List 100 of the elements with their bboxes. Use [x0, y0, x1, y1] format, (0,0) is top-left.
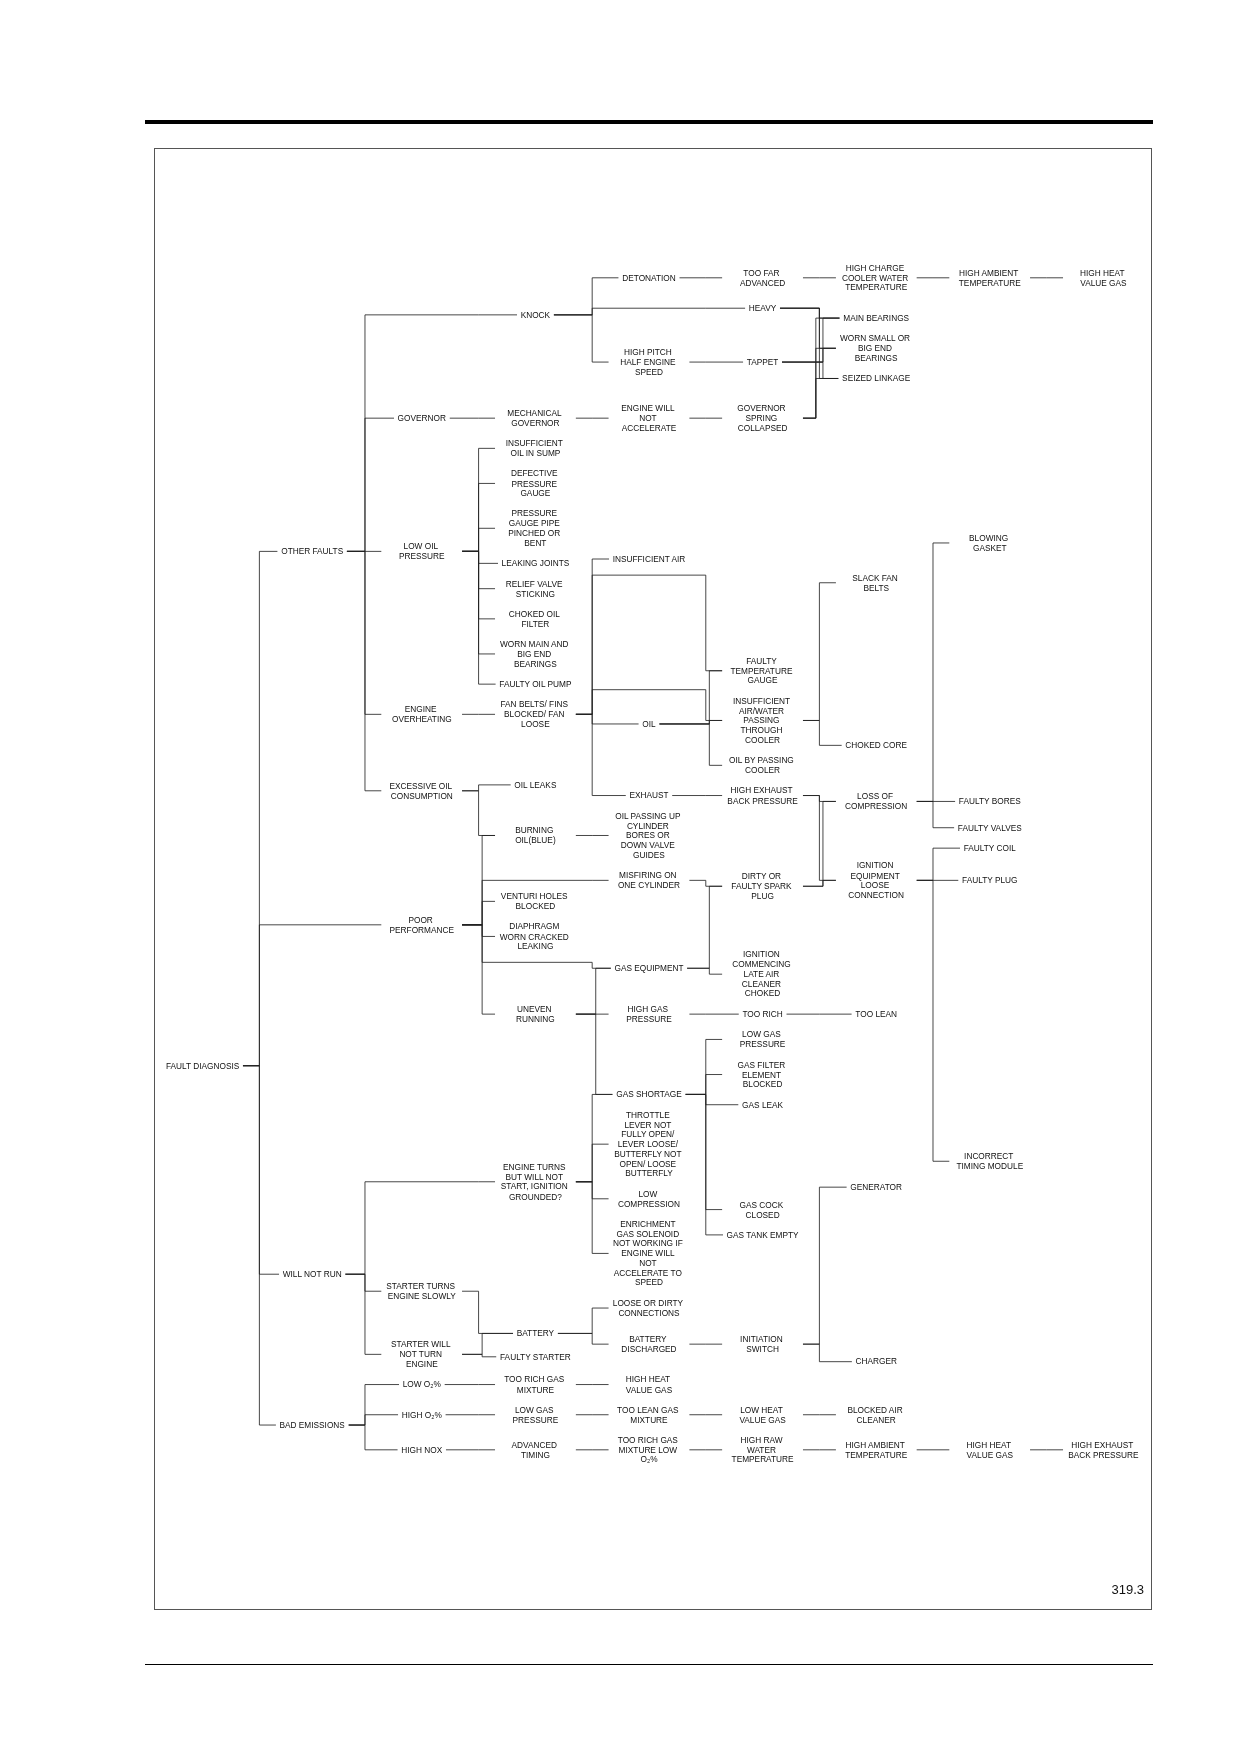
node-text: GAS COCK CLOSED: [739, 1200, 784, 1220]
node-text: INSUFFICIENT AIR: [612, 554, 686, 564]
connector: [242, 1065, 277, 1426]
node-text: HIGH AMBIENT TEMPERATURE: [845, 1440, 908, 1460]
node-text: TOO LEAN: [855, 1009, 898, 1019]
node-text: STARTER TURNS ENGINE SLOWLY: [386, 1281, 456, 1301]
connector: [802, 880, 837, 887]
connector: [684, 1094, 724, 1236]
connector: [444, 1414, 496, 1416]
node-text: FAULTY TEMPERATURE GAUGE: [730, 656, 793, 686]
node-text: GOVERNOR SPRING COLLAPSED: [737, 403, 788, 433]
node-text: MISFIRING ON ONE CYLINDER: [617, 870, 681, 890]
node-text: BAD EMISSIONS: [279, 1420, 345, 1430]
node-text: IGNITION EQUIPMENT LOOSE CONNECTION: [848, 860, 905, 900]
connector: [802, 378, 839, 419]
connector: [575, 714, 627, 797]
node-text: INSUFFICIENT OIL IN SUMP: [505, 438, 563, 459]
node-text: GENERATOR: [850, 1182, 903, 1192]
node-text: TOO LEAN GAS MIXTURE: [617, 1405, 679, 1425]
node-text: POOR PERFORMANCE: [389, 915, 454, 935]
node-text: FAULTY VALVES: [957, 823, 1022, 833]
node-text: WORN SMALL OR BIG END BEARINGS: [839, 333, 911, 363]
node-text: BATTERY: [516, 1328, 555, 1339]
node-text: INITIATION SWITCH: [740, 1334, 783, 1354]
connector: [658, 720, 723, 725]
node-text: WILL NOT RUN: [282, 1269, 342, 1279]
node-text: FAULTY OIL PUMP: [499, 679, 572, 689]
node-text: OIL BY PASSING COOLER: [729, 755, 794, 775]
node-text: HIGH HEAT VALUE GAS: [1080, 268, 1127, 288]
connector: [802, 317, 841, 419]
node-text: GAS TANK EMPTY: [726, 1230, 799, 1240]
connector: [802, 348, 837, 419]
connector: [461, 714, 496, 715]
node-text: DIAPHRAGM WORN CRACKED LEAKING: [499, 921, 569, 951]
node-text: HIGH AMBIENT TEMPERATURE: [958, 268, 1021, 288]
connector: [346, 551, 382, 792]
connector: [802, 1414, 837, 1416]
node-text: TOO RICH GAS MIXTURE: [504, 1374, 565, 1395]
node-text: FAULTY COIL: [963, 843, 1016, 853]
figure-number: 319.3: [1111, 1582, 1144, 1597]
node-text: RELIEF VALVE STICKING: [505, 579, 563, 599]
node-text: SLACK FAN BELTS: [852, 573, 898, 593]
connector: [671, 795, 723, 797]
node-text: HIGH PITCH HALF ENGINE SPEED: [620, 347, 676, 377]
node-text: TOO RICH: [742, 1009, 783, 1019]
node-text: LOW OIL PRESSURE: [398, 541, 445, 562]
node-text: FAULTY PLUG: [962, 875, 1018, 886]
connector: [575, 835, 610, 837]
node-text: GOVERNOR: [397, 413, 446, 423]
connector: [461, 551, 497, 685]
node-text: GAS SHORTAGE: [616, 1089, 682, 1100]
connector: [575, 1384, 610, 1386]
node-text: EXCESSIVE OIL CONSUMPTION: [389, 781, 453, 801]
node-text: HIGH RAW WATER TEMPERATURE: [731, 1435, 794, 1465]
node-text: HIGH CHARGE COOLER WATER TEMPERATURE: [841, 263, 909, 293]
node-text: HIGH EXHAUST BACK PRESSURE: [727, 785, 798, 806]
node-text: HIGH EXHAUST BACK PRESSURE: [1068, 1440, 1139, 1460]
connector: [916, 801, 955, 829]
node-text: CHARGER: [855, 1356, 897, 1367]
node-text: ENGINE TURNS BUT WILL NOT START, IGNITION GROUNDED?: [500, 1162, 568, 1202]
node-text: ENRICHMENT GAS SOLENOID NOT WORKING IF ENGINE WILL NOT ACCELERATE TO SPEED: [612, 1219, 683, 1288]
node-text: CHOKED OIL FILTER: [508, 609, 560, 629]
connector: [916, 880, 950, 1162]
node-text: STARTER WILL NOT TURN ENGINE: [391, 1339, 451, 1369]
node-text: DIRTY OR FAULTY SPARK PLUG: [731, 871, 792, 901]
node-text: FAULTY BORES: [958, 796, 1021, 807]
node-text: FAULTY STARTER: [500, 1352, 571, 1362]
connector: [348, 1424, 399, 1451]
node-text: HIGH HEAT VALUE GAS: [625, 1374, 673, 1395]
node-text: MAIN BEARINGS: [843, 313, 910, 323]
node-text: BLOWING GASKET: [969, 533, 1009, 553]
node-text: HIGH NOX: [401, 1445, 443, 1455]
node-text: ENGINE WILL NOT ACCELERATE: [621, 403, 677, 433]
node-text: KNOCK: [520, 310, 551, 320]
node-text: LOSS OF COMPRESSION: [845, 791, 908, 812]
connector: [688, 1414, 723, 1416]
connector: [575, 1181, 610, 1254]
node-text: UNEVEN RUNNING: [516, 1004, 555, 1024]
node-text: VENTURI HOLES BLOCKED: [500, 891, 568, 912]
node-text: LOW HEAT VALUE GAS: [739, 1405, 786, 1425]
node-text: ENGINE OVERHEATING: [391, 704, 452, 724]
node-text: DEFECTIVE PRESSURE GAUGE: [510, 468, 558, 498]
node-text: HIGH HEAT VALUE GAS: [966, 1440, 1013, 1460]
node-text: BURNING OIL(BLUE): [515, 825, 556, 846]
node-text: INSUFFICIENT AIR/WATER PASSING THROUGH COOLER: [732, 696, 790, 745]
node-text: IGNITION COMMENCING LATE AIR CLEANER CHOKED: [732, 949, 791, 999]
node-text: OIL PASSING UP CYLINDER BORES OR DOWN VALVE GUIDES: [615, 811, 681, 860]
node-text: CHOKED CORE: [845, 740, 908, 751]
node-text: LOOSE OR DIRTY CONNECTIONS: [612, 1298, 683, 1318]
node-text: GAS LEAK: [742, 1100, 784, 1110]
node-text: LOW GAS PRESSURE: [512, 1405, 559, 1425]
node-text: BATTERY DISCHARGED: [621, 1334, 677, 1354]
connector: [461, 924, 496, 1015]
node-text: THROTTLE LEVER NOT FULLY OPEN/ LEVER LOOSE/ BUTTERFLY NOT OPEN/ LOOSE BUTTERFLY: [614, 1110, 682, 1179]
node-text: SEIZED LINKAGE: [842, 373, 911, 384]
node-text: HEAVY: [748, 303, 777, 313]
node-text: TOO FAR ADVANCED: [739, 268, 786, 288]
node-text: FAULT DIAGNOSIS: [165, 1061, 240, 1071]
node-text: TAPPET: [746, 357, 779, 367]
connector: [553, 314, 610, 363]
